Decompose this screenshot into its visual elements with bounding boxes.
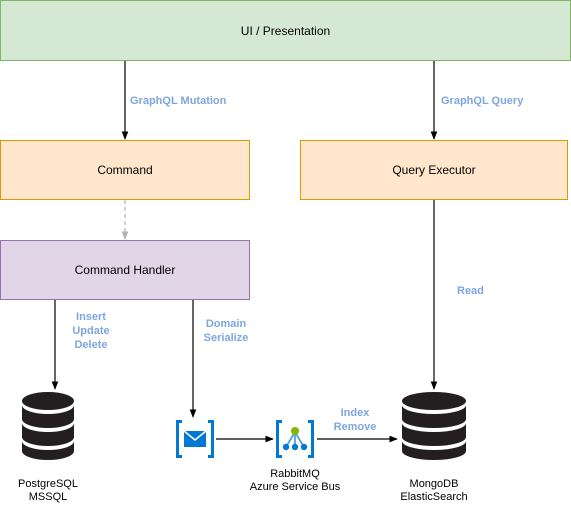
index-remove-label: Index Remove [331, 406, 379, 434]
command-handler-box[interactable]: Command Handler [0, 240, 250, 300]
command-box[interactable]: Command [0, 140, 250, 200]
database-icon[interactable] [401, 391, 467, 461]
graphql-query-label: GraphQL Query [441, 95, 524, 107]
nosql-store-caption: MongoDB ElasticSearch [388, 478, 480, 504]
remove-label: Remove [333, 421, 377, 433]
azure-service-bus-icon[interactable] [275, 419, 315, 459]
envelope-icon[interactable] [175, 419, 215, 459]
update-label: Update [72, 325, 110, 337]
database-icon[interactable] [21, 391, 75, 461]
read-label: Read [457, 285, 484, 297]
query-executor-label: Query Executor [392, 163, 476, 177]
elasticsearch-label: ElasticSearch [400, 491, 468, 503]
postgresql-label: PostgreSQL [18, 478, 78, 490]
azure-service-bus-label: Azure Service Bus [249, 481, 341, 493]
domain-label: Domain [205, 318, 247, 330]
ui-presentation-box[interactable]: UI / Presentation [0, 0, 571, 61]
serialize-label: Serialize [203, 332, 249, 344]
graphql-mutation-label: GraphQL Mutation [130, 95, 227, 107]
mongodb-label: MongoDB [409, 478, 459, 490]
write-ops-label: Insert Update Delete [66, 310, 116, 352]
command-label: Command [97, 163, 153, 177]
sql-store-caption: PostgreSQL MSSQL [5, 478, 91, 504]
bus-store-caption: RabbitMQ Azure Service Bus [238, 468, 352, 494]
index-label: Index [340, 407, 370, 419]
ui-presentation-label: UI / Presentation [240, 23, 331, 38]
command-handler-label: Command Handler [74, 263, 176, 277]
mssql-label: MSSQL [28, 491, 68, 503]
domain-serialize-label: Domain Serialize [200, 317, 252, 345]
insert-label: Insert [76, 311, 106, 323]
query-executor-box[interactable]: Query Executor [300, 140, 568, 200]
delete-label: Delete [74, 339, 108, 351]
rabbitmq-label: RabbitMQ [270, 468, 320, 480]
